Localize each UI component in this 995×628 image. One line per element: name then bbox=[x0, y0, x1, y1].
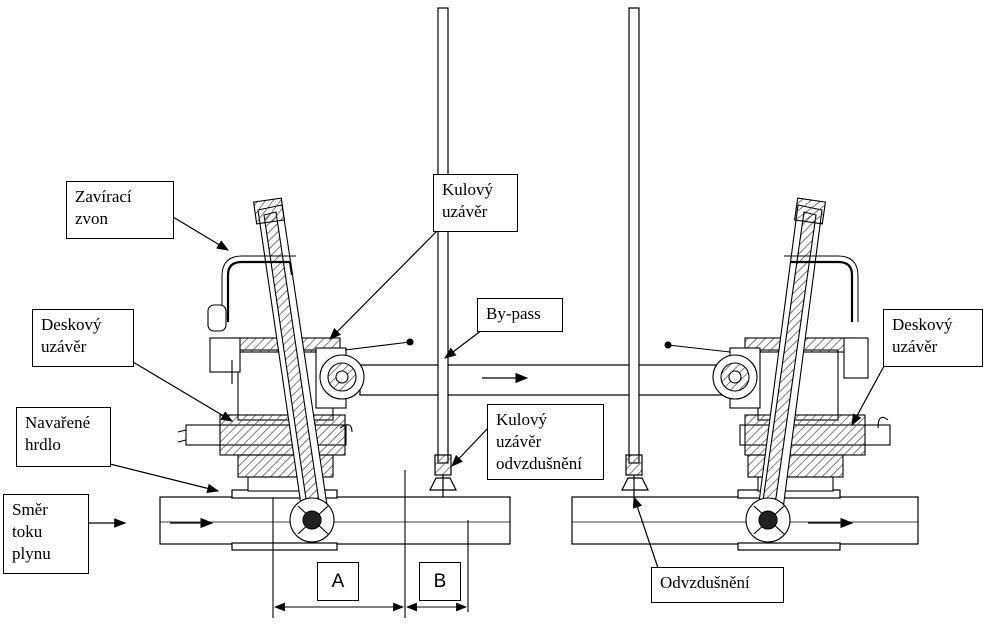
label-by-pass: By-pass bbox=[477, 298, 563, 332]
dimension-b-label: B bbox=[419, 562, 461, 601]
leader-deskovy-uzaver-left bbox=[132, 361, 234, 422]
leader-kulovy-uzaver-odvzdusneni bbox=[451, 427, 489, 467]
leader-arrows bbox=[88, 216, 885, 569]
bypass-pipe bbox=[359, 364, 736, 396]
leader-by-pass bbox=[444, 329, 483, 359]
dimension-lines bbox=[272, 470, 469, 618]
label-zaviraci-zvon: Zavírací zvon bbox=[66, 181, 174, 239]
label-kulovy-uzaver-odvzdusneni: Kulový uzávěr odvzdušnění bbox=[487, 404, 604, 480]
label-odvzdusneni: Odvzdušnění bbox=[651, 567, 784, 603]
label-deskovy-uzaver-right: Deskový uzávěr bbox=[883, 309, 983, 367]
label-deskovy-uzaver-left: Deskový uzávěr bbox=[32, 309, 134, 367]
leader-navarene-hrdlo bbox=[109, 463, 220, 494]
left-valve-assembly bbox=[177, 197, 414, 543]
right-valve-assembly bbox=[664, 197, 891, 543]
label-kulovy-uzaver: Kulový uzávěr bbox=[433, 174, 518, 232]
dimension-a-label: A bbox=[317, 562, 359, 601]
vent-pipe-right bbox=[621, 7, 649, 497]
right-main-pipe bbox=[571, 489, 919, 551]
leader-deskovy-uzaver-right bbox=[851, 365, 885, 427]
left-main-pipe bbox=[159, 489, 511, 551]
label-smer-toku-plynu: Směr toku plynu bbox=[3, 494, 89, 574]
leader-odvzdusneni bbox=[632, 495, 659, 569]
label-navarene-hrdlo: Navařené hrdlo bbox=[16, 407, 111, 467]
leader-zaviraci-zvon bbox=[172, 216, 230, 251]
vent-pipe-left bbox=[429, 7, 457, 497]
leader-kulovy-uzaver bbox=[329, 227, 441, 340]
